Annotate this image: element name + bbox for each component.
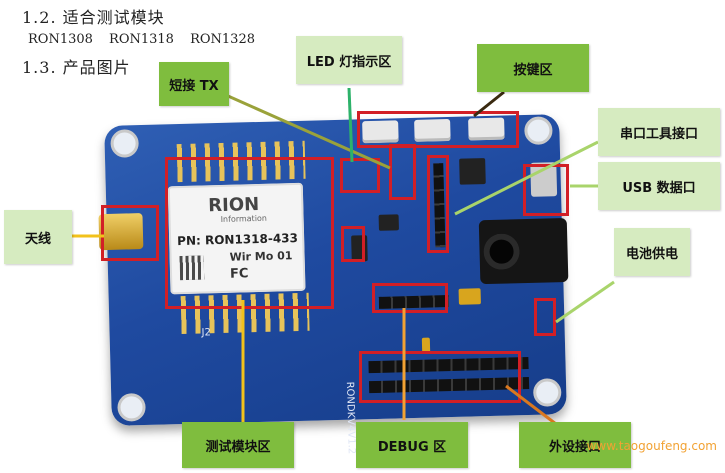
usb-callout: USB 数据口 — [598, 162, 720, 210]
antenna-callout: 天线 — [4, 210, 72, 264]
test-module-highlight-box — [165, 157, 334, 309]
battery-callout: 电池供电 — [614, 228, 690, 276]
model-item: RON1318 — [109, 32, 174, 47]
short-tx-callout: 短接 TX — [159, 62, 229, 106]
usb-uart-chip — [459, 158, 486, 185]
mounting-hole — [532, 378, 562, 407]
dc-barrel-jack — [478, 217, 569, 285]
debug-highlight-box — [372, 283, 448, 313]
keys-highlight-box — [357, 111, 519, 148]
jumper-highlight-box — [341, 226, 365, 262]
mounting-hole — [110, 129, 139, 158]
keys-callout: 按键区 — [477, 44, 589, 92]
antenna-highlight-box — [101, 205, 159, 261]
watermark: www.taogoufeng.com — [586, 439, 717, 453]
regulator-chip — [378, 214, 399, 231]
mounting-hole — [117, 393, 146, 422]
section-heading-suitable-modules: 1.2. 适合测试模块 — [22, 8, 165, 27]
serial-highlight-box — [427, 155, 449, 253]
board-version-silkscreen: RONDKV4V1.2 — [343, 381, 357, 455]
usb-highlight-box — [523, 164, 569, 216]
battery-highlight-box — [534, 298, 556, 336]
model-item: RON1308 — [28, 32, 93, 47]
led-callout: LED 灯指示区 — [296, 36, 402, 84]
j2-silkscreen: J2 — [201, 327, 212, 339]
mounting-hole — [524, 116, 553, 146]
model-item: RON1328 — [190, 32, 255, 47]
section-heading-product-image: 1.3. 产品图片 — [22, 58, 131, 77]
model-list: RON1308 RON1318 RON1328 — [28, 32, 267, 47]
serial-callout: 串口工具接口 — [598, 108, 720, 156]
debug-callout: DEBUG 区 — [356, 422, 468, 468]
tantalum-capacitor — [458, 288, 481, 305]
peripheral-highlight-box — [359, 351, 521, 403]
battery-leader-line — [555, 280, 615, 324]
peripheral-callout: 外设接口 — [519, 422, 631, 468]
test-module-callout: 测试模块区 — [182, 422, 294, 468]
short-tx-highlight-box — [389, 144, 416, 200]
led-highlight-box — [340, 158, 380, 193]
